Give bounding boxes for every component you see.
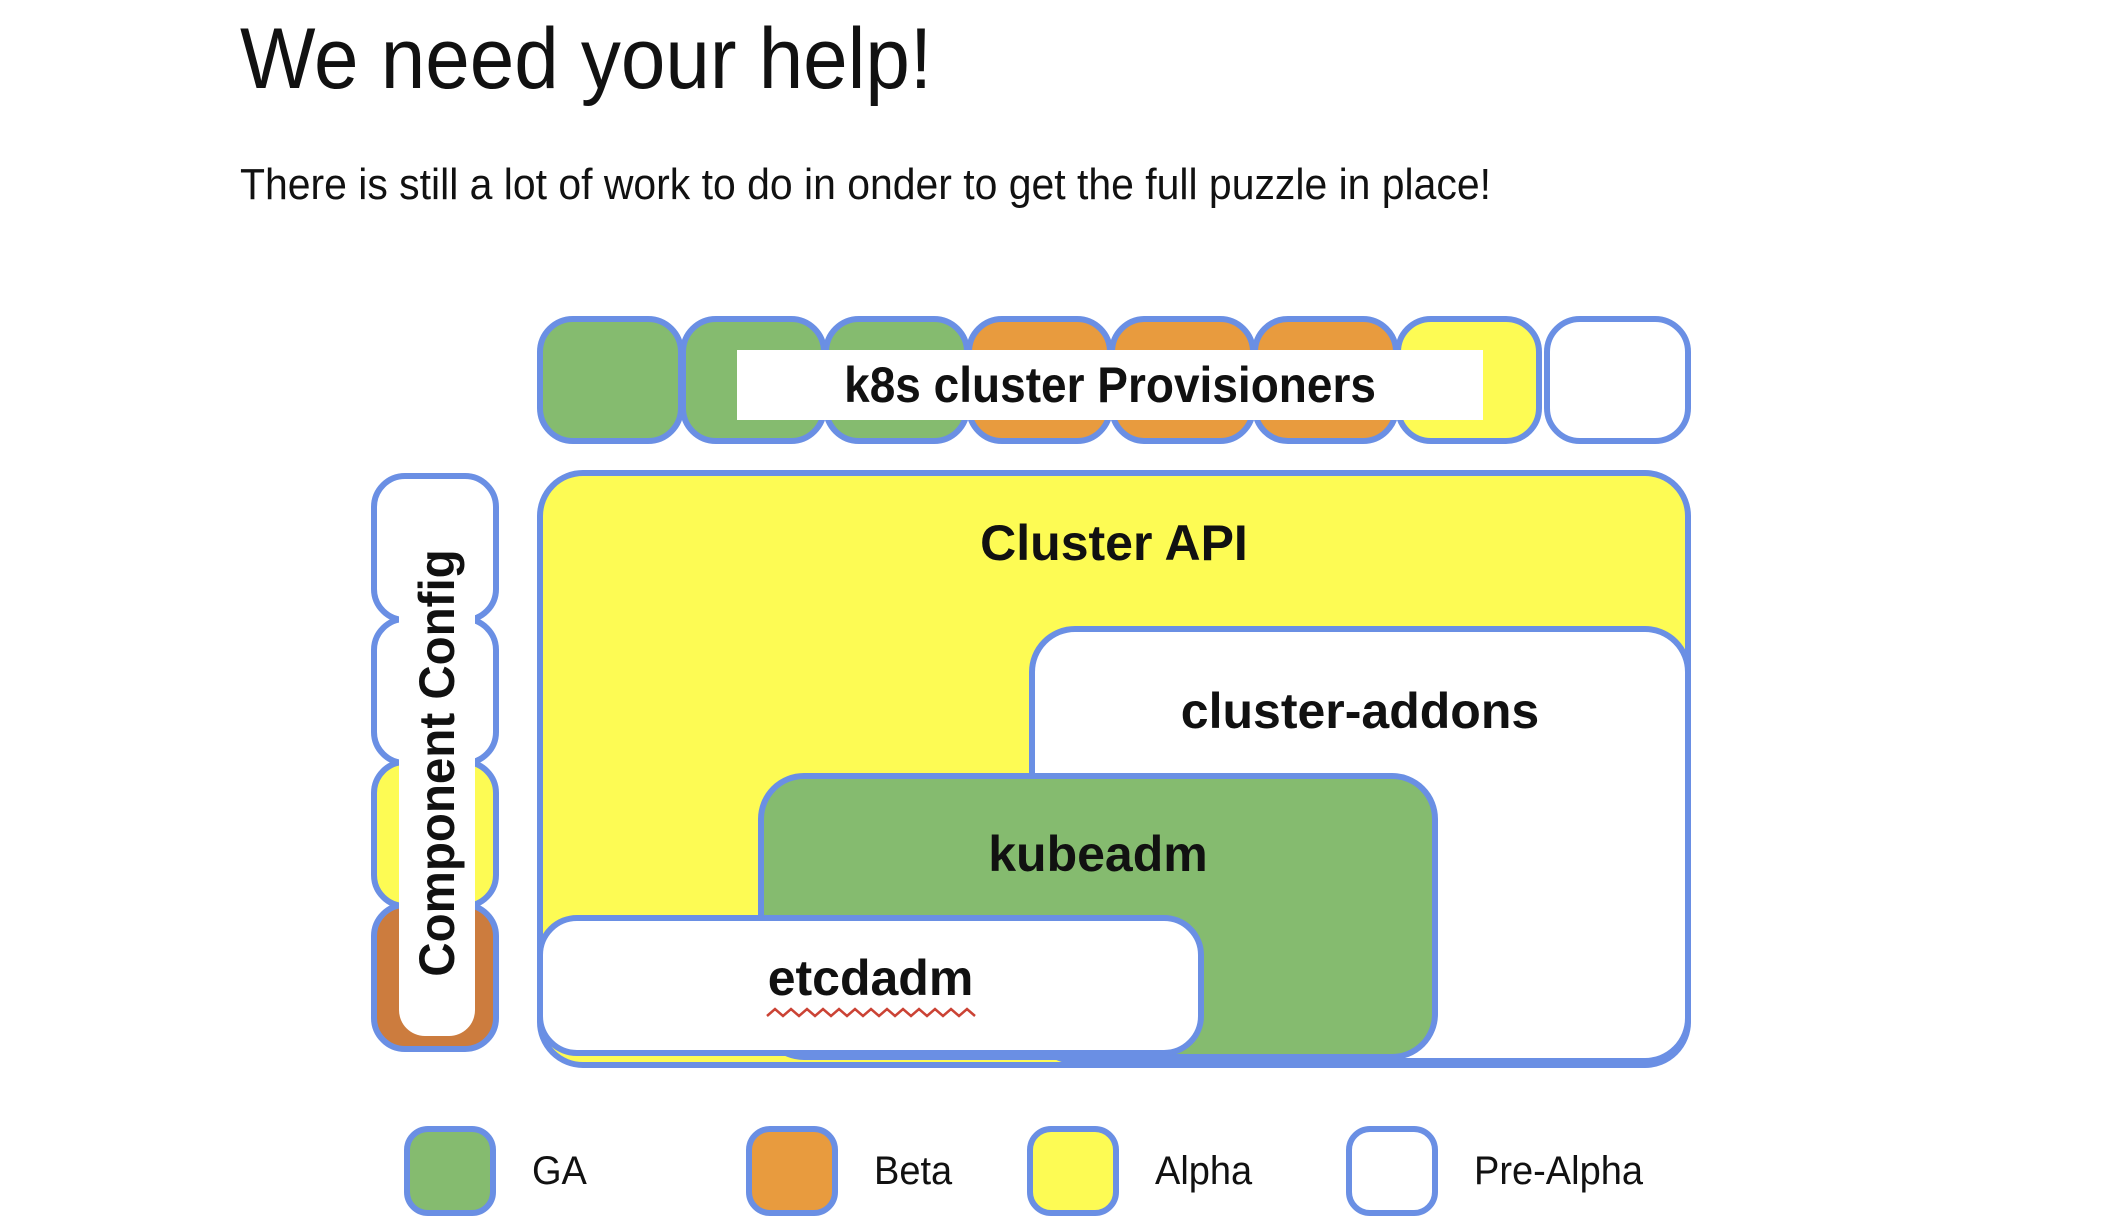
- kubeadm-label: kubeadm: [988, 826, 1208, 882]
- legend-item-alpha: Alpha: [1027, 1126, 1257, 1216]
- legend-swatch-ga: [404, 1126, 496, 1216]
- component-config-label-band: Component Config: [399, 489, 475, 1036]
- cluster-addons-label: cluster-addons: [1180, 683, 1540, 739]
- legend-item-pre-alpha: Pre-Alpha: [1346, 1126, 1652, 1216]
- provisioners-label: k8s cluster Provisioners: [844, 357, 1376, 413]
- legend-label-beta: Beta: [874, 1148, 953, 1193]
- legend-label-ga: GA: [532, 1148, 587, 1193]
- component-config-label: Component Config: [409, 548, 465, 977]
- etcdadm-box: etcdadm: [537, 915, 1204, 1056]
- legend-swatch-pre-alpha: [1346, 1126, 1438, 1216]
- legend-item-beta: Beta: [746, 1126, 956, 1216]
- provisioners-label-band: k8s cluster Provisioners: [737, 350, 1483, 420]
- provisioner-piece-pre-alpha: [1544, 316, 1691, 444]
- legend-label-pre-alpha: Pre-Alpha: [1474, 1148, 1643, 1193]
- etcdadm-label: etcdadm: [767, 950, 974, 1007]
- legend-label-alpha: Alpha: [1155, 1148, 1253, 1193]
- page-subtitle: There is still a lot of work to do in on…: [240, 160, 1492, 209]
- legend-swatch-alpha: [1027, 1126, 1119, 1216]
- provisioner-piece-ga: [537, 316, 684, 444]
- spellcheck-squiggle-icon: [765, 1007, 976, 1018]
- cluster-api-label: Cluster API: [980, 515, 1248, 571]
- legend-item-ga: GA: [404, 1126, 590, 1216]
- page-title: We need your help!: [240, 11, 933, 107]
- legend-swatch-beta: [746, 1126, 838, 1216]
